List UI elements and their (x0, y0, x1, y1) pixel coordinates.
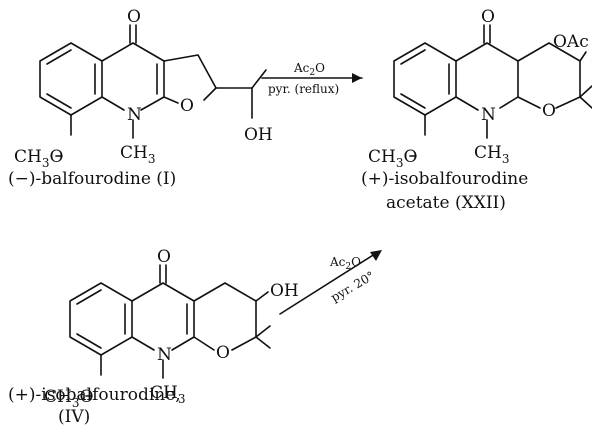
compound-XXII-name-line2: acetate (XXII) (386, 193, 506, 213)
compound-I-hydroxyl: OH (244, 125, 273, 145)
compound-XXII-acetoxy: OAc (553, 32, 589, 52)
reaction-arrow-2 (279, 250, 382, 315)
compound-IV-name-line2: (IV) (58, 407, 90, 427)
arrow2-condition: pyr. 20° (329, 269, 377, 305)
compound-XXII-ketone-oxygen: O (481, 7, 495, 27)
arrow2-reagent: Ac2O (329, 255, 361, 272)
compound-IV-ketone-oxygen: O (157, 247, 171, 267)
compound-XXII-structure: O N O OAc CH3O CH3 (368, 7, 592, 170)
compound-XXII-ring-oxygen: O (542, 101, 556, 121)
compound-I-ring-oxygen: O (180, 96, 194, 116)
compound-I-ketone-oxygen: O (127, 7, 141, 27)
compound-XXII-n-methyl: CH3 (474, 143, 509, 166)
compound-I-name: (−)-balfourodine (I) (8, 169, 176, 189)
compound-IV-n-methyl: CH3 (150, 383, 185, 406)
reaction-arrow-1 (261, 73, 363, 83)
compound-IV-ring-oxygen: O (216, 343, 230, 363)
compound-XXII-ring-nitrogen: N (481, 105, 496, 125)
compound-IV-methoxy: CH3O (44, 387, 93, 410)
compound-I-structure: O N O OH CH3O CH3 (14, 7, 273, 170)
arrow1-reagent: Ac2O (293, 61, 325, 78)
compound-I-methoxy: CH3O (14, 147, 63, 170)
compound-IV-name-line1: (+)-isobalfourodine, (8, 385, 181, 405)
compound-I-ring-nitrogen: N (127, 105, 142, 125)
compound-XXII-name-line1: (+)-isobalfourodine (361, 169, 528, 189)
compound-IV-structure: O N O OH CH3O CH3 (44, 247, 299, 410)
compound-XXII-methoxy: CH3O (368, 147, 417, 170)
compound-IV-ring-nitrogen: N (157, 345, 172, 365)
arrow1-condition: pyr. (reflux) (268, 82, 339, 96)
compound-IV-hydroxyl: OH (270, 281, 299, 301)
compound-I-n-methyl: CH3 (120, 143, 155, 166)
